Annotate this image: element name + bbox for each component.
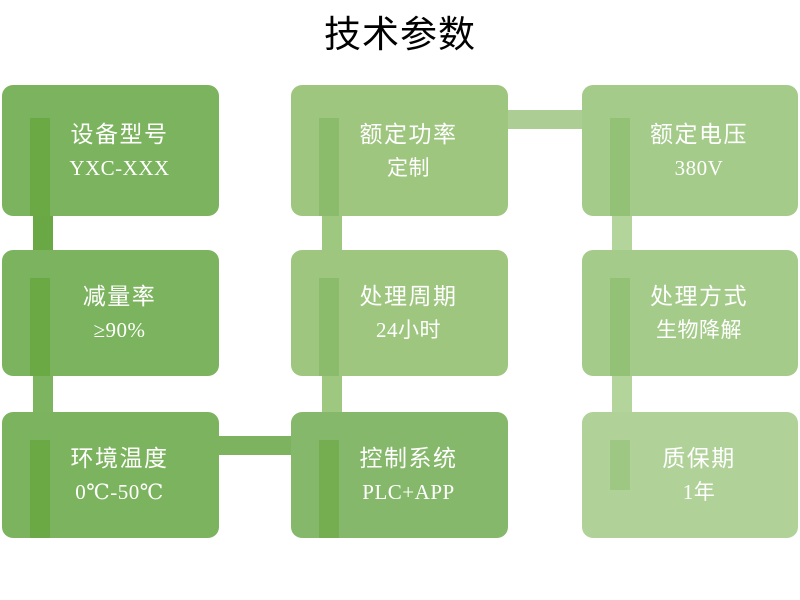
card-device-model[interactable]: 设备型号 YXC-XXX — [2, 85, 219, 216]
card-control-system[interactable]: 控制系统 PLC+APP — [291, 412, 508, 538]
card-accent-bar — [610, 440, 630, 490]
card-content: 环境温度 0℃-50℃ — [2, 412, 219, 538]
card-value: PLC+APP — [362, 480, 455, 504]
card-title: 质保期 — [662, 446, 736, 471]
card-title: 环境温度 — [70, 446, 169, 471]
card-accent-bar — [319, 278, 339, 376]
card-content: 控制系统 PLC+APP — [291, 412, 508, 538]
card-accent-bar — [610, 278, 630, 376]
card-value: 24小时 — [376, 318, 441, 342]
connector-vertical-middle-lower — [322, 360, 342, 424]
card-value: 0℃-50℃ — [75, 480, 164, 504]
connector-vertical-left-lower — [33, 360, 53, 424]
card-content: 额定电压 380V — [582, 85, 798, 216]
card-accent-bar — [30, 278, 50, 376]
card-title: 控制系统 — [359, 446, 458, 471]
card-accent-bar — [30, 118, 50, 216]
card-content: 额定功率 定制 — [291, 85, 508, 216]
card-ambient-temperature[interactable]: 环境温度 0℃-50℃ — [2, 412, 219, 538]
card-title: 设备型号 — [70, 121, 169, 147]
card-rated-voltage[interactable]: 额定电压 380V — [582, 85, 798, 216]
card-reduction-rate[interactable]: 减量率 ≥90% — [2, 250, 219, 376]
card-value: 1年 — [682, 480, 716, 504]
card-value: 380V — [674, 155, 724, 180]
card-value: ≥90% — [93, 318, 146, 342]
card-value: 定制 — [387, 155, 430, 180]
card-content: 处理方式 生物降解 — [582, 250, 798, 376]
card-content: 减量率 ≥90% — [2, 250, 219, 376]
card-title: 处理方式 — [650, 284, 748, 309]
card-title: 处理周期 — [359, 284, 458, 309]
card-accent-bar — [319, 118, 339, 216]
card-processing-method[interactable]: 处理方式 生物降解 — [582, 250, 798, 376]
card-value: 生物降解 — [656, 318, 742, 342]
card-content: 质保期 1年 — [582, 412, 798, 538]
card-value: YXC-XXX — [69, 155, 170, 180]
card-accent-bar — [319, 440, 339, 538]
card-title: 额定电压 — [650, 121, 748, 147]
card-title: 减量率 — [82, 284, 157, 309]
connector-vertical-right-lower — [612, 360, 632, 424]
card-accent-bar — [610, 118, 630, 216]
card-content: 设备型号 YXC-XXX — [2, 85, 219, 216]
card-warranty-period[interactable]: 质保期 1年 — [582, 412, 798, 538]
card-rated-power[interactable]: 额定功率 定制 — [291, 85, 508, 216]
page-title: 技术参数 — [324, 15, 476, 56]
card-accent-bar — [30, 440, 50, 538]
card-processing-cycle[interactable]: 处理周期 24小时 — [291, 250, 508, 376]
connector-horizontal-row1 — [505, 110, 585, 129]
card-title: 额定功率 — [359, 121, 458, 147]
connector-horizontal-row3 — [216, 436, 296, 455]
card-content: 处理周期 24小时 — [291, 250, 508, 376]
